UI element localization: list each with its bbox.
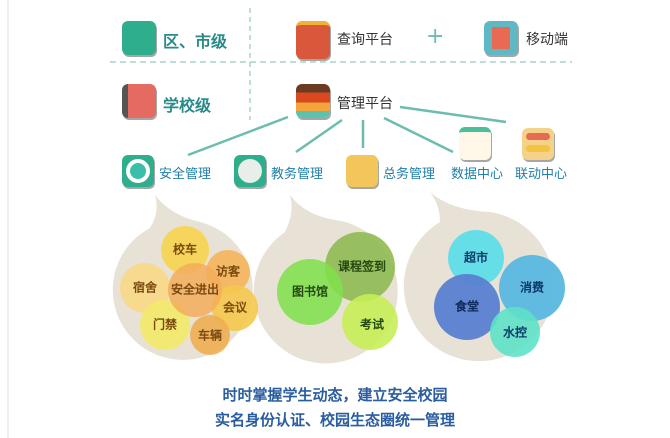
- bubble-dorm: [120, 263, 170, 313]
- label-dorm: 宿舍: [133, 280, 158, 295]
- region-level-label: 区、市级: [163, 32, 228, 51]
- module-safety: 安全管理: [159, 167, 212, 182]
- label-gate: 门禁: [153, 317, 177, 332]
- label-school-bus: 校车: [173, 242, 197, 257]
- label-course-checkin: 课程签到: [338, 259, 386, 274]
- plus-sign: +: [426, 24, 445, 49]
- line-safety: [187, 115, 289, 157]
- bubble-meeting: [212, 285, 258, 331]
- caption-line-2: 实名身份认证、校园生态圈统一管理: [214, 411, 455, 429]
- module-linkage-center: 联动中心: [515, 167, 568, 182]
- lifebuoy-icon: [122, 155, 154, 187]
- globe-icon: [122, 21, 156, 55]
- bubble-course-checkin: [325, 232, 395, 302]
- connector-lines: [187, 105, 507, 157]
- line-linkage: [399, 105, 507, 124]
- label-vehicle: 车辆: [198, 328, 222, 343]
- bubble-canteen: [434, 274, 500, 340]
- clock-icon: [234, 155, 266, 187]
- mobile-icon: [484, 21, 518, 55]
- bubble-market: [448, 230, 504, 286]
- wallet-icon: [346, 155, 378, 187]
- bubble-school-bus: [161, 226, 209, 274]
- label-consume: 消费: [520, 280, 544, 295]
- line-academic: [295, 118, 343, 154]
- bubble-safe-access: [168, 263, 222, 317]
- school-level-label: 学校级: [163, 96, 212, 115]
- id-card-icon: [122, 84, 156, 118]
- map-icon: [296, 21, 330, 59]
- bubble-vehicle: [190, 315, 230, 355]
- bubble-gate: [140, 300, 190, 350]
- label-exam: 考试: [360, 317, 384, 332]
- label-library: 图书馆: [292, 284, 328, 299]
- caption-line-1: 时时掌握学生动态，建立安全校园: [222, 386, 448, 404]
- label-safe-access: 安全进出: [171, 282, 219, 297]
- bubble-consume: [499, 255, 565, 321]
- line-data: [383, 116, 454, 154]
- mobile-label: 移动端: [526, 32, 568, 48]
- query-platform-label: 查询平台: [337, 32, 393, 48]
- label-market: 超市: [463, 250, 488, 265]
- label-water: 水控: [503, 325, 527, 340]
- module-general: 总务管理: [383, 167, 436, 182]
- bubble-library: [277, 259, 343, 325]
- academic-bubbles: 课程签到 图书馆 考试: [277, 232, 398, 350]
- module-academic: 教务管理: [271, 167, 324, 182]
- mgmt-platform-label: 管理平台: [337, 96, 393, 112]
- bubble-exam: [342, 294, 398, 350]
- safety-bubbles: 校车 访客 宿舍 安全进出 会议 门禁 车辆: [120, 226, 258, 355]
- module-data-center: 数据中心: [451, 167, 504, 182]
- label-canteen: 食堂: [454, 299, 479, 314]
- bubble-water: [490, 307, 540, 357]
- management-icon: [296, 84, 330, 118]
- label-meeting: 会议: [223, 300, 248, 315]
- calendar-icon: [459, 127, 491, 160]
- general-bubbles: 超市 消费 食堂 水控: [434, 230, 565, 357]
- label-visitor: 访客: [216, 264, 241, 279]
- toggle-icon: [522, 128, 554, 160]
